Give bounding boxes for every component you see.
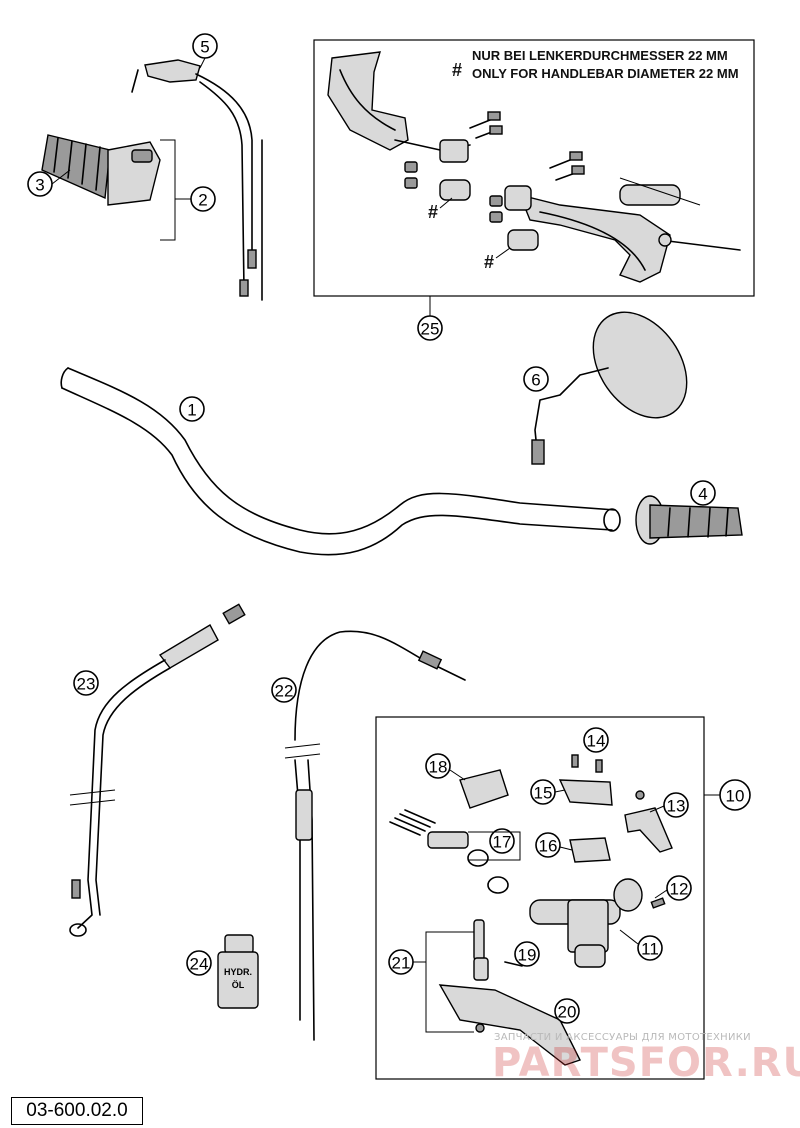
callout-20: 20: [554, 998, 580, 1024]
hash-marker-2: #: [484, 252, 494, 272]
right-clamp-hardware: [489, 151, 585, 251]
callout-15: 15: [530, 779, 556, 805]
watermark-subtitle: ЗАПЧАСТИ И АКСЕССУАРЫ ДЛЯ МОТОТЕХНИКИ: [494, 1032, 751, 1043]
hydraulic-line: [69, 603, 246, 937]
callout-10: 10: [719, 779, 751, 811]
throttle-cables: [131, 59, 263, 301]
svg-text:24: 24: [190, 955, 209, 974]
svg-text:17: 17: [493, 833, 512, 852]
diagram-code: 03-600.02.0: [11, 1097, 143, 1125]
svg-text:22: 22: [275, 682, 294, 701]
pivot-bolt: [473, 919, 489, 981]
svg-text:2: 2: [198, 191, 207, 210]
svg-text:6: 6: [531, 371, 540, 390]
svg-text:10: 10: [726, 787, 745, 806]
callout-24: 24: [186, 950, 212, 976]
callout-6: 6: [523, 366, 549, 392]
handlebar: [60, 367, 621, 556]
callout-21: 21: [388, 949, 414, 975]
svg-text:16: 16: [539, 837, 558, 856]
note-hash-symbol: #: [452, 60, 462, 80]
mirror: [531, 311, 688, 465]
hash-marker-1: #: [428, 202, 438, 222]
lever-adjuster: [624, 790, 673, 853]
callout-13: 13: [663, 792, 689, 818]
hydraulic-oil-bottle: HYDR. ÖL: [217, 934, 259, 1009]
watermark-brand: PARTSFOR.RU: [492, 1040, 800, 1086]
reservoir-lid: [558, 754, 613, 806]
callout-19: 19: [514, 941, 540, 967]
callout-22: 22: [271, 677, 297, 703]
svg-text:15: 15: [534, 784, 553, 803]
oil-label-line-1: HYDR.: [224, 967, 252, 977]
callout-2: 2: [190, 186, 216, 212]
master-cylinder-box: [375, 716, 705, 1080]
svg-text:3: 3: [35, 176, 44, 195]
right-grip: [635, 495, 743, 545]
svg-text:11: 11: [641, 940, 659, 959]
pin: [504, 961, 523, 967]
diaphragm: [569, 837, 611, 863]
master-cylinder-body: [529, 878, 666, 968]
svg-text:18: 18: [429, 758, 448, 777]
right-handguard: [518, 177, 741, 283]
callout-23: 23: [73, 670, 99, 696]
svg-text:25: 25: [421, 320, 440, 339]
callout-16: 16: [535, 832, 561, 858]
callout-1: 1: [179, 396, 205, 422]
callout-11: 11: [637, 935, 663, 961]
callout-4: 4: [690, 480, 716, 506]
svg-text:23: 23: [77, 675, 96, 694]
svg-text:5: 5: [200, 38, 209, 57]
svg-text:19: 19: [518, 946, 537, 965]
clutch-cable: [284, 630, 466, 1041]
callout-5: 5: [192, 33, 218, 59]
callout-17: 17: [489, 828, 515, 854]
piston-spring: [389, 809, 509, 894]
reservoir-cover: [459, 769, 509, 809]
callout-3: 3: [27, 171, 53, 197]
callout-12: 12: [666, 875, 692, 901]
callout-25: 25: [417, 315, 443, 341]
svg-text:21: 21: [392, 954, 411, 973]
callout-18: 18: [425, 753, 451, 779]
handguard-kit-box: [313, 39, 755, 297]
note-line-1: NUR BEI LENKERDURCHMESSER 22 MM: [472, 48, 728, 63]
svg-text:14: 14: [587, 732, 606, 751]
svg-text:12: 12: [670, 880, 689, 899]
svg-text:1: 1: [187, 401, 196, 420]
svg-text:20: 20: [558, 1003, 577, 1022]
throttle-housing: [107, 141, 161, 206]
throttle-grip: [41, 134, 111, 200]
note-line-2: ONLY FOR HANDLEBAR DIAMETER 22 MM: [472, 66, 739, 81]
left-clamp-hardware: [404, 111, 503, 201]
svg-text:4: 4: [698, 485, 707, 504]
callout-14: 14: [583, 727, 609, 753]
left-handguard: [327, 51, 471, 151]
clutch-lever: [438, 984, 581, 1066]
oil-label-line-2: ÖL: [232, 980, 245, 990]
svg-text:13: 13: [667, 797, 686, 816]
